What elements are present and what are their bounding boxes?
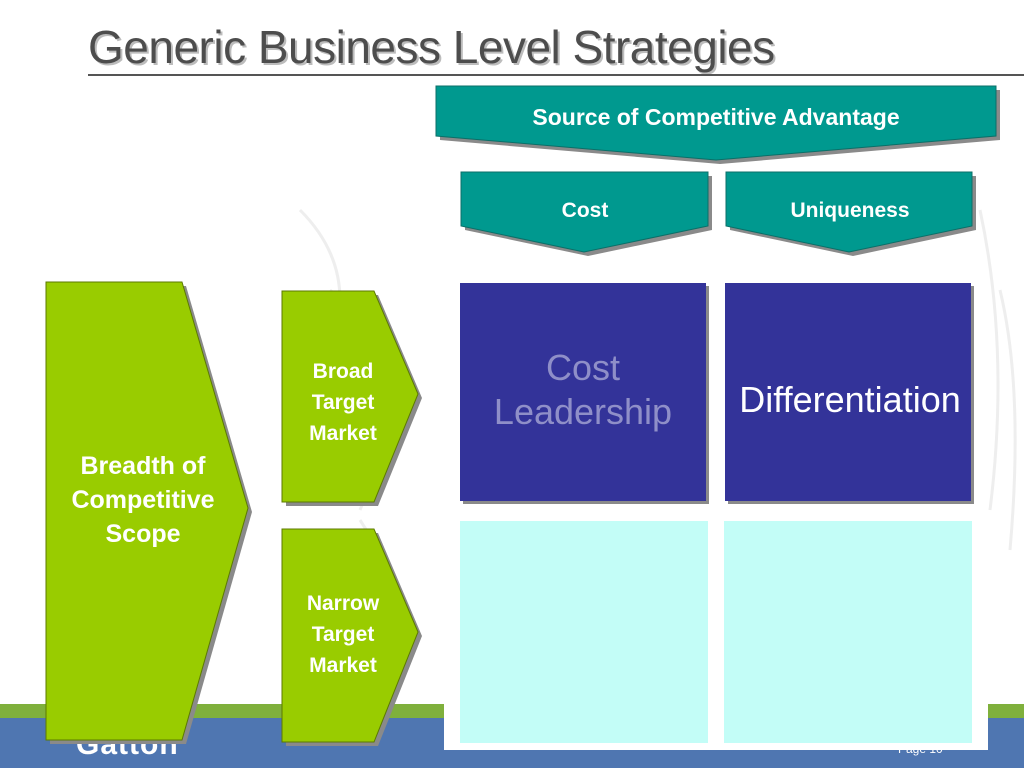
broad-line-1: Broad	[312, 359, 374, 383]
breadth-scope-shape	[45, 281, 252, 744]
broad-target-shape	[281, 290, 422, 506]
uniqueness-chevron-shape	[725, 171, 976, 256]
differentiation-focus-cell	[724, 521, 972, 743]
uniqueness-label: Uniqueness	[790, 199, 910, 222]
broad-target-label: Broad Target Market	[284, 352, 402, 452]
differentiation-cell	[725, 283, 971, 501]
footer-page-number: Page 10	[898, 742, 943, 756]
narrow-target-label: Narrow Target Market	[284, 584, 402, 684]
page-title: Generic Business Level Strategies	[88, 21, 775, 73]
narrow-line-3: Market	[309, 653, 377, 677]
breadth-line-2: Competitive	[71, 486, 215, 514]
narrow-line-2: Target	[311, 622, 375, 646]
cost-chevron-shape	[460, 171, 712, 256]
cost-leadership-line-2: Leadership	[493, 391, 673, 432]
differentiation-text: Differentiation	[739, 379, 961, 420]
cost-leadership-line-1: Cost	[545, 347, 621, 388]
source-banner-shape	[435, 85, 1000, 164]
broad-line-3: Market	[309, 421, 377, 445]
narrow-target-shape	[281, 528, 422, 746]
breadth-line-1: Breadth of	[80, 452, 206, 480]
title-underline	[88, 74, 1024, 76]
narrow-line-1: Narrow	[306, 591, 380, 615]
breadth-line-3: Scope	[105, 520, 181, 548]
breadth-of-scope-label: Breadth of Competitive Scope	[48, 440, 238, 560]
source-of-advantage-label: Source of Competitive Advantage	[532, 103, 900, 130]
broad-line-2: Target	[311, 390, 375, 414]
cost-leadership-text: Cost Leadership	[460, 340, 706, 440]
cost-label: Cost	[561, 199, 609, 222]
cost-focus-cell	[460, 521, 708, 743]
cost-leadership-cell	[460, 283, 706, 501]
